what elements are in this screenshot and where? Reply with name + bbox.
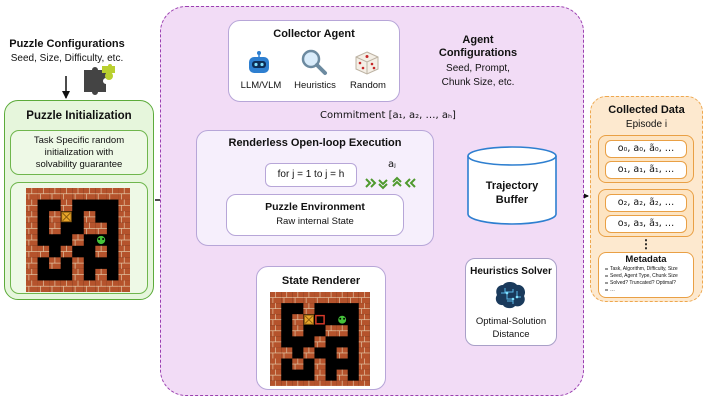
collector-option-heuristics: Heuristics [294, 80, 336, 91]
metadata-item: … [610, 287, 615, 293]
episode-step-row: o₀, a₀, ã₀, … [605, 140, 687, 158]
metadata-box [598, 252, 694, 298]
puzzle-init-title: Puzzle Initialization [26, 110, 132, 122]
puzzle-config-title: Puzzle Configurations [9, 38, 125, 50]
state-renderer-title: State Renderer [281, 275, 361, 287]
agent-config-title-1: Agent [462, 34, 494, 46]
loop-box [265, 163, 357, 187]
brain-chip-icon [493, 281, 529, 311]
episode-ellipsis: ⋮ [640, 237, 652, 251]
collected-data-title: Collected Data [608, 104, 685, 116]
environment-subtitle: Raw internal State [276, 216, 354, 227]
init-desc-line3: solvability guarantee [35, 159, 123, 170]
episode-step-row: o₂, a₂, ã₂, … [605, 194, 687, 212]
init-description-box [10, 130, 148, 175]
commitment-label: Commitment [a₁, a₂, …, aₕ] [320, 110, 456, 121]
episode-step-row: o₁, a₁, ã₁, … [605, 161, 687, 179]
trajectory-buffer-cylinder [466, 146, 558, 226]
metadata-title: Metadata [625, 254, 667, 265]
collector-option-llm: LLM/VLM [240, 80, 282, 91]
collector-option-random: Random [350, 80, 386, 91]
execution-title: Renderless Open-loop Execution [228, 137, 402, 149]
action-chevrons-icon [364, 176, 418, 190]
puzzle-config-subtitle: Seed, Size, Difficulty, etc. [10, 53, 124, 64]
init-desc-line2: initialization with [44, 147, 114, 158]
init-maze-grid [26, 188, 130, 292]
init-desc-line1: Task Specific random [33, 135, 125, 146]
metadata-bullets [605, 268, 608, 291]
agent-config-title-2: Configurations [438, 47, 518, 59]
agent-config-line1: Seed, Prompt, [446, 63, 510, 74]
puzzle-pieces-icon [82, 64, 116, 98]
rendered-maze-grid [270, 292, 370, 386]
metadata-item: Solved? Truncated? Optimal? [610, 280, 676, 286]
collector-agent-title: Collector Agent [273, 28, 355, 40]
trajectory-buffer-line1: Trajectory [485, 180, 539, 192]
heuristics-solver-card [465, 258, 557, 346]
trajectory-buffer-line2: Buffer [495, 194, 529, 206]
episode-label: Episode i [625, 119, 668, 130]
dice-icon [354, 50, 380, 76]
agent-config-line2: Chunk Size, etc. [441, 77, 515, 88]
metadata-item: Task, Algorithm, Difficulty, Size [610, 266, 678, 272]
environment-title: Puzzle Environment [265, 201, 365, 213]
metadata-item: Seed, Agent Type, Chunk Size [610, 273, 678, 279]
robot-icon [246, 50, 272, 76]
heuristics-solver-line2: Distance [492, 329, 530, 340]
magnifier-icon [300, 48, 328, 76]
loop-label: for j = 1 to j = h [277, 169, 345, 180]
puzzle-environment-box [226, 194, 404, 236]
episode-step-row: o₃, a₃, ã₃, … [605, 215, 687, 233]
heuristics-solver-line1: Optimal-Solution [475, 316, 547, 327]
action-label: aⱼ [388, 159, 396, 170]
heuristics-solver-title: Heuristics Solver [470, 266, 552, 277]
